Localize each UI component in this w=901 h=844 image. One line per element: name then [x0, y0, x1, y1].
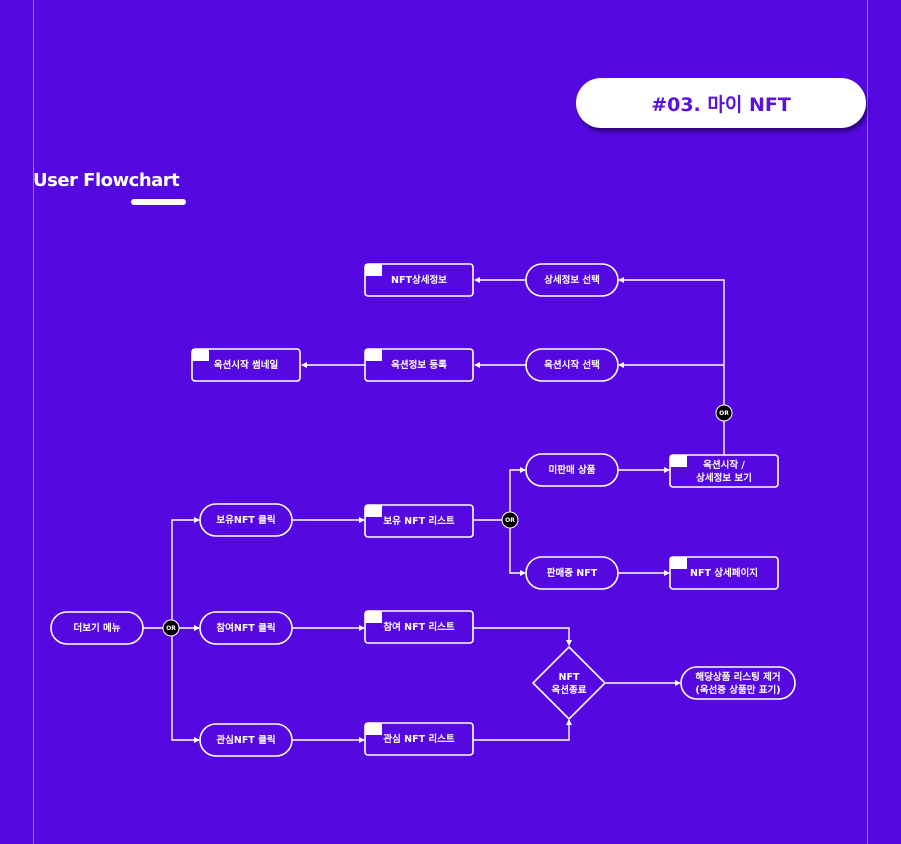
svg-text:11: 11	[367, 351, 380, 362]
node-joined-list: 참여 NFT 리스트 12	[364, 610, 474, 644]
node-remove-listing: 해당상품 리스팅 제거 (옥선중 상품만 표기)	[680, 666, 796, 700]
guide-line-right	[867, 0, 868, 844]
node-selling: 판매중 NFT	[525, 556, 619, 590]
svg-text:상세정보 보기: 상세정보 보기	[696, 472, 752, 484]
svg-text:더보기 메뉴: 더보기 메뉴	[73, 622, 120, 634]
svg-text:옥션종료: 옥션종료	[552, 684, 587, 696]
svg-text:NFT 상세페이지: NFT 상세페이지	[690, 567, 758, 579]
svg-text:옥션시작 선택: 옥션시작 선택	[544, 359, 600, 371]
svg-text:12: 12	[367, 613, 380, 624]
svg-text:판매중 NFT: 판매중 NFT	[547, 567, 598, 579]
node-detail-select: 상세정보 선택	[525, 263, 619, 297]
page-title-badge: #03. 마이 NFT	[576, 78, 866, 128]
node-owned-list: 보유 NFT 리스트 11	[364, 504, 474, 538]
node-fav-click: 관심NFT 클릭	[199, 723, 293, 757]
node-nft-detail-info: NFT상세정보 11	[364, 263, 474, 297]
svg-text:NFT상세정보: NFT상세정보	[391, 274, 447, 286]
svg-text:OR: OR	[166, 625, 176, 632]
svg-text:07: 07	[672, 559, 685, 570]
svg-text:보유NFT 클릭: 보유NFT 클릭	[216, 514, 275, 526]
svg-text:옥션시작 썸네일: 옥션시작 썸네일	[214, 359, 279, 371]
svg-text:관심NFT 클릭: 관심NFT 클릭	[216, 734, 275, 746]
node-auction-end-decision: NFT 옥션종료	[531, 645, 607, 721]
node-auction-or-detail: 옥션시작 / 상세정보 보기 11	[669, 454, 779, 488]
or-junction-auction: OR	[715, 404, 733, 422]
section-title: User Flowchart	[33, 170, 180, 191]
svg-text:NFT: NFT	[559, 672, 580, 683]
svg-text:상세정보 선택: 상세정보 선택	[544, 274, 600, 286]
svg-text:관심 NFT 리스트: 관심 NFT 리스트	[383, 733, 454, 745]
svg-text:옥션정보 등록: 옥션정보 등록	[391, 359, 447, 371]
node-auction-select: 옥션시작 선택	[525, 348, 619, 382]
node-more-menu: 더보기 메뉴	[50, 611, 144, 645]
node-owned-click: 보유NFT 클릭	[199, 503, 293, 537]
svg-text:11: 11	[194, 351, 207, 362]
node-nft-detail-page: NFT 상세페이지 07	[669, 556, 779, 590]
node-auction-thumbnail: 옥션시작 썸네일 11	[191, 348, 301, 382]
page-title: #03. 마이 NFT	[651, 93, 791, 116]
svg-text:참여NFT 클릭: 참여NFT 클릭	[216, 622, 275, 634]
svg-text:참여 NFT 리스트: 참여 NFT 리스트	[383, 621, 454, 633]
svg-text:OR: OR	[505, 517, 515, 524]
guide-line-left	[33, 0, 34, 844]
svg-text:11: 11	[367, 266, 380, 277]
svg-text:11: 11	[672, 457, 685, 468]
svg-text:해당상품 리스팅 제거: 해당상품 리스팅 제거	[695, 671, 780, 683]
node-fav-list: 관심 NFT 리스트 13	[364, 722, 474, 756]
svg-text:OR: OR	[719, 410, 729, 417]
or-junction-menu: OR	[162, 619, 180, 637]
or-junction-owned: OR	[501, 511, 519, 529]
svg-text:미판매 상품: 미판매 상품	[548, 464, 595, 476]
svg-text:(옥선중 상품만 표기): (옥선중 상품만 표기)	[695, 684, 780, 696]
node-joined-click: 참여NFT 클릭	[199, 611, 293, 645]
svg-text:보유 NFT 리스트: 보유 NFT 리스트	[383, 515, 454, 527]
svg-text:11: 11	[367, 507, 380, 518]
node-unsold: 미판매 상품	[525, 453, 619, 487]
node-auction-info-reg: 옥션정보 등록 11	[364, 348, 474, 382]
section-title-underline	[131, 199, 186, 205]
connectors	[143, 277, 725, 743]
svg-text:옥션시작 /: 옥션시작 /	[703, 459, 745, 471]
svg-text:13: 13	[367, 725, 380, 736]
